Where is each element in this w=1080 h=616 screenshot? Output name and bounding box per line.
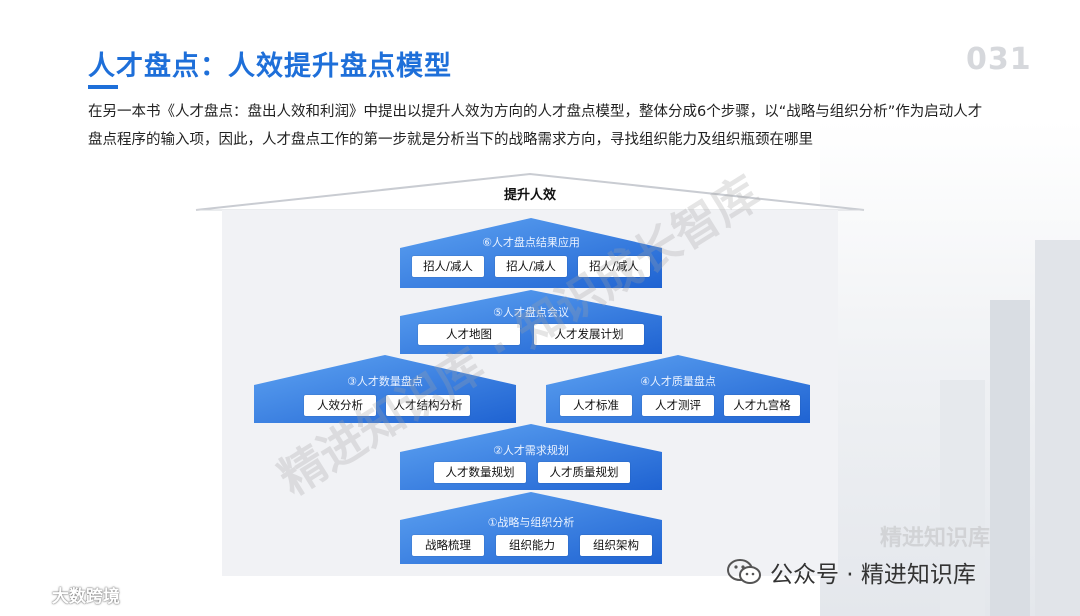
- title-underline: [88, 85, 118, 89]
- chip: 人效分析: [304, 395, 376, 416]
- chip: 人才结构分析: [386, 395, 470, 416]
- wechat-icon: [727, 559, 761, 584]
- background-building: [1035, 240, 1080, 616]
- chip: 人才质量规划: [538, 462, 630, 483]
- footer-brand-text: 大数跨境: [51, 587, 120, 607]
- page-title: 人才盘点：人效提升盘点模型: [88, 51, 452, 82]
- house-title: ②人才需求规划: [493, 444, 569, 457]
- background-building: [990, 300, 1030, 616]
- chip: 战略梳理: [412, 535, 484, 556]
- description-text: 在另一本书《人才盘点：盘出人效和利润》中提出以提升人效为方向的人才盘点模型，整体…: [88, 104, 983, 148]
- house-title: ①战略与组织分析: [487, 516, 575, 529]
- house-step-4: ④人才质量盘点 人才标准 人才测评 人才九宫格: [546, 355, 810, 423]
- house-step-5: ⑤人才盘点会议 人才地图 人才发展计划: [400, 290, 662, 354]
- chip: 组织架构: [580, 535, 652, 556]
- page-number: 031: [966, 42, 1032, 77]
- house-title: ④人才质量盘点: [640, 375, 716, 388]
- house-step-1: ①战略与组织分析 战略梳理 组织能力 组织架构: [400, 492, 662, 564]
- house-title: ⑤人才盘点会议: [493, 306, 569, 319]
- wechat-account: 公众号 · 精进知识库: [726, 555, 976, 589]
- house-shape: [254, 355, 516, 423]
- chip: 人才地图: [418, 324, 520, 345]
- chip: 人才九宫格: [724, 395, 800, 416]
- roof-label: 提升人效: [503, 188, 556, 203]
- house-shape: [400, 218, 662, 288]
- background-building: [940, 380, 985, 616]
- house-step-3: ③人才数量盘点 人效分析 人才结构分析: [254, 355, 516, 423]
- brand-logo-icon: [12, 587, 42, 603]
- chip: 人才发展计划: [534, 324, 644, 345]
- chip: 组织能力: [496, 535, 568, 556]
- chip: 招人/减人: [578, 256, 650, 277]
- house-step-6: ⑥人才盘点结果应用 招人/减人 招人/减人 招人/减人: [400, 218, 662, 288]
- footer-brand: 大数跨境: [12, 582, 120, 607]
- background-city: [820, 120, 1080, 616]
- wechat-account-text: 公众号 · 精进知识库: [770, 562, 976, 588]
- chip: 招人/减人: [495, 256, 567, 277]
- house-title: ⑥人才盘点结果应用: [482, 236, 580, 249]
- house-step-2: ②人才需求规划 人才数量规划 人才质量规划: [400, 424, 662, 490]
- chip: 人才标准: [560, 395, 632, 416]
- chip: 招人/减人: [412, 256, 484, 277]
- chip: 人才数量规划: [434, 462, 526, 483]
- chip: 人才测评: [642, 395, 714, 416]
- house-title: ③人才数量盘点: [347, 375, 423, 388]
